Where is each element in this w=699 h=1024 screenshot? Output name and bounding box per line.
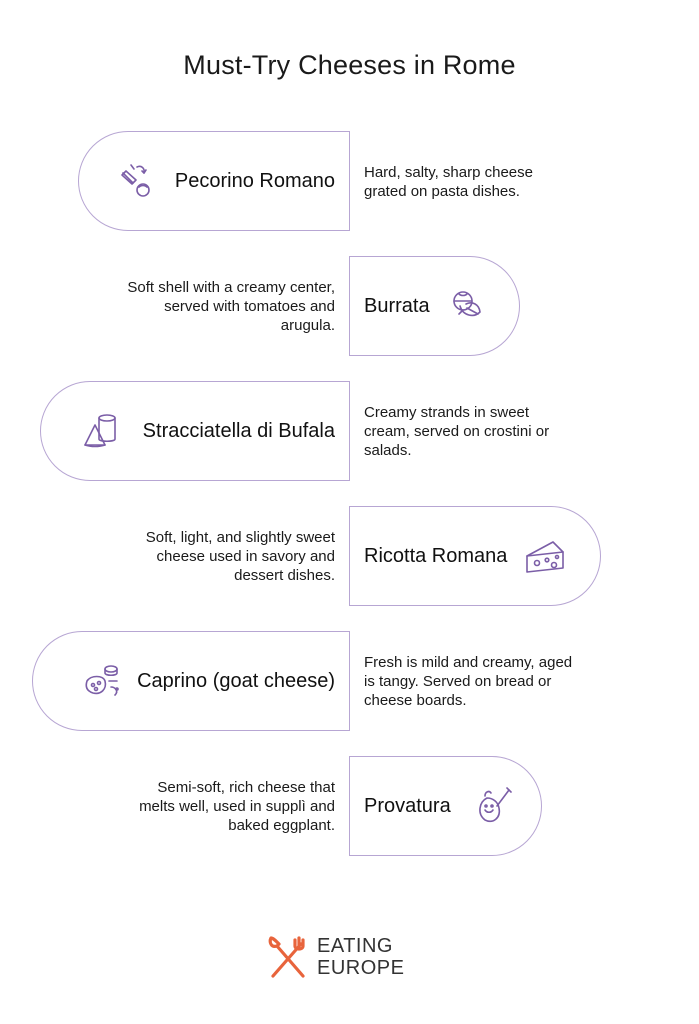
item-name: Pecorino Romano bbox=[174, 169, 335, 192]
item-description: Soft, light, and slightly sweet cheese u… bbox=[145, 529, 335, 584]
page-title: Must-Try Cheeses in Rome bbox=[183, 50, 516, 80]
pill-ricotta-romana: Ricotta Romana bbox=[349, 506, 601, 606]
cream-cup-icon bbox=[81, 409, 125, 453]
item-name: Provatura bbox=[364, 794, 451, 817]
burrata-leaf-icon bbox=[446, 284, 490, 328]
goat-cheese-icon bbox=[81, 659, 125, 703]
item-name: Ricotta Romana bbox=[364, 544, 508, 567]
pill-burrata: Burrata bbox=[349, 256, 520, 356]
item-description: Hard, salty, sharp cheese grated on past… bbox=[364, 164, 533, 200]
item-name: Stracciatella di Bufala bbox=[142, 419, 335, 442]
pill-caprino: Caprino (goat cheese) bbox=[32, 631, 350, 731]
pill-provatura: Provatura bbox=[349, 756, 542, 856]
pill-pecorino-romano: Pecorino Romano bbox=[78, 131, 350, 231]
grater-cheese-icon bbox=[117, 159, 161, 203]
item-name: Burrata bbox=[364, 294, 430, 317]
item-description: Semi-soft, rich cheese that melts well, … bbox=[139, 779, 335, 834]
provatura-knife-icon bbox=[471, 784, 515, 828]
cheese-wedge-icon bbox=[523, 534, 567, 578]
fork-knife-cross-icon bbox=[265, 934, 311, 980]
logo-wordmark: EATING EUROPE bbox=[317, 935, 404, 979]
eating-europe-logo: EATING EUROPE bbox=[265, 934, 404, 980]
item-description: Creamy strands in sweet cream, served on… bbox=[364, 404, 550, 459]
item-description: Soft shell with a creamy center, served … bbox=[127, 279, 335, 334]
pill-stracciatella: Stracciatella di Bufala bbox=[40, 381, 350, 481]
item-description: Fresh is mild and creamy, aged is tangy.… bbox=[364, 654, 573, 709]
logo-line-1: EATING bbox=[317, 935, 393, 957]
item-name: Caprino (goat cheese) bbox=[137, 669, 335, 692]
logo-line-2: EUROPE bbox=[317, 957, 405, 979]
